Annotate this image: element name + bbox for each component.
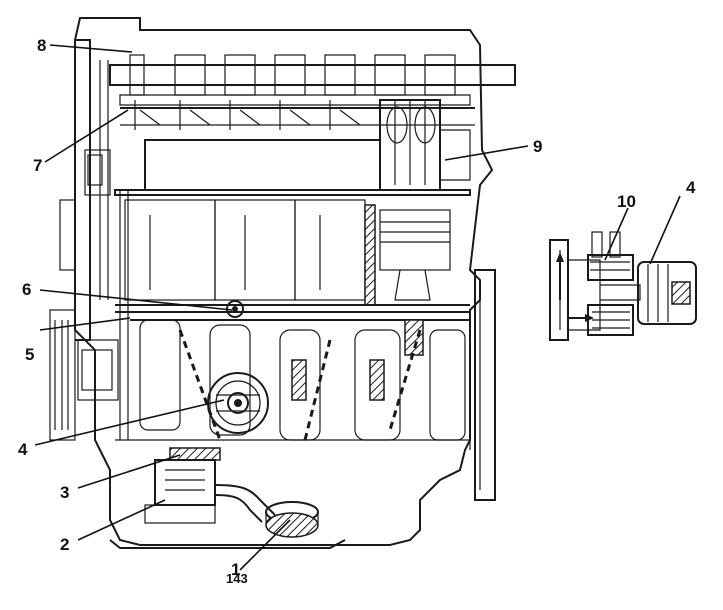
oil-pump: [144, 447, 221, 524]
callout-8: 8: [37, 36, 46, 55]
callout-2: 2: [60, 535, 69, 554]
callout-9: 9: [533, 137, 542, 156]
callout-4-detail: 4: [686, 178, 696, 197]
figure-number: 143: [226, 571, 248, 586]
engine-block: [49, 17, 494, 546]
callout-5: 5: [25, 345, 34, 364]
callout-7: 7: [33, 156, 42, 175]
callout-1: 1: [231, 560, 240, 579]
oil-filter: [207, 372, 269, 434]
callout-labels: 8 7 9 6 5 4 3 2 1 10 4 143: [18, 36, 696, 586]
valve-section: [379, 99, 471, 191]
callout-3: 3: [60, 483, 69, 502]
crankshaft: [115, 319, 471, 450]
callout-10: 10: [617, 192, 636, 211]
flywheel: [474, 269, 496, 501]
camshaft-assembly: [109, 54, 516, 130]
cylinder-block: [114, 139, 471, 306]
detail-inset: [549, 231, 697, 341]
leader-lines: [34, 44, 681, 571]
callout-4: 4: [18, 440, 28, 459]
callout-6: 6: [22, 280, 31, 299]
